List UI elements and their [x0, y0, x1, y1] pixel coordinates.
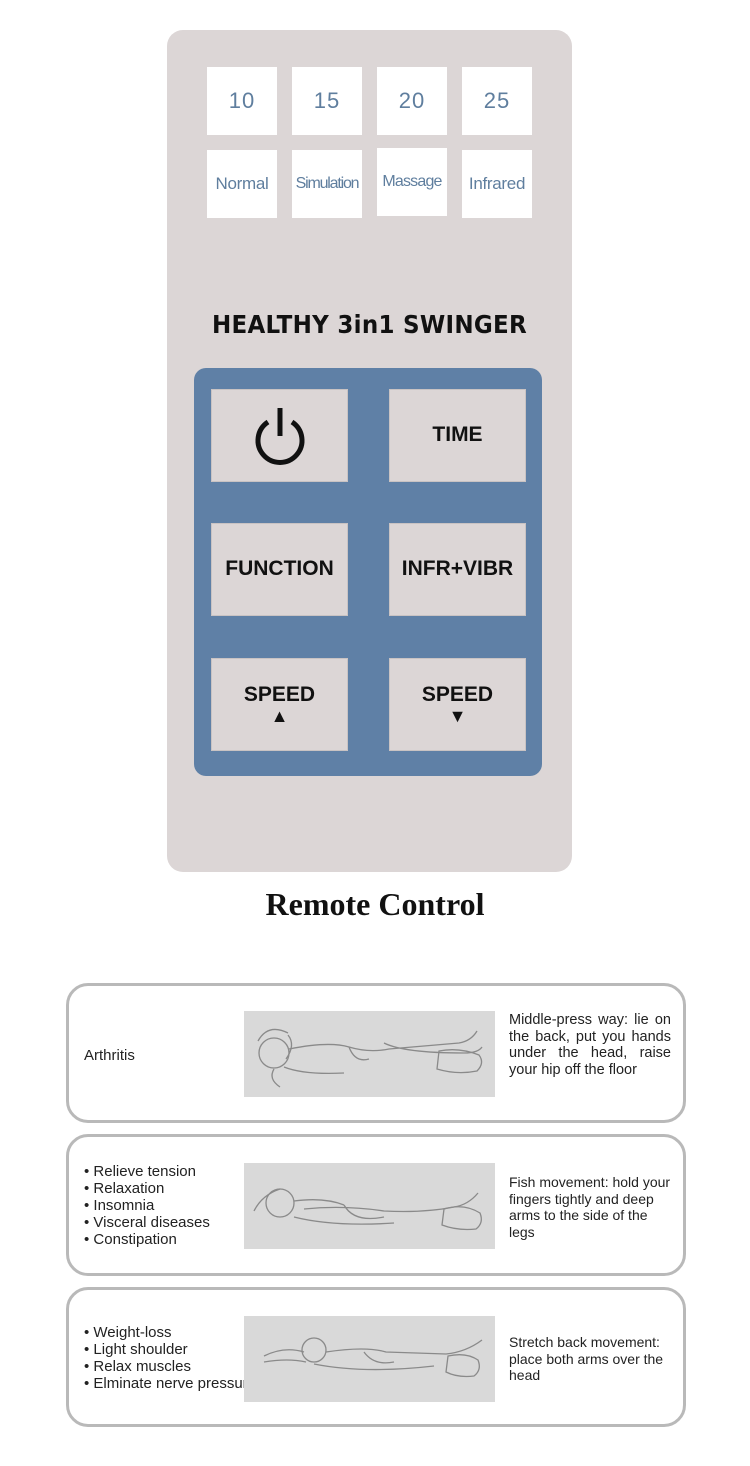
figure-icon [253, 1188, 482, 1231]
benefit-item: Weight-loss [84, 1324, 256, 1341]
infr-vibr-button-label: INFR+VIBR [401, 557, 514, 581]
mode-infrared-indicator: Infrared [462, 150, 532, 218]
button-panel: TIME FUNCTION INFR+VIBR SPEED ▲ SPEED ▼ [194, 368, 542, 776]
benefit-list: Weight-loss Light shoulder Relax muscles… [84, 1324, 256, 1392]
function-button[interactable]: FUNCTION [211, 523, 348, 616]
speed-up-label: SPEED [243, 682, 316, 706]
benefit-item: Light shoulder [84, 1341, 256, 1358]
benefit-list: Relieve tension Relaxation Insomnia Visc… [84, 1163, 210, 1248]
time-button-label: TIME [432, 423, 483, 447]
power-icon [255, 407, 304, 465]
timer-10-indicator: 10 [207, 67, 277, 135]
speed-down-label: SPEED [421, 682, 494, 706]
arrow-down-icon: ▼ [448, 706, 467, 727]
fish-movement-illustration [244, 1163, 495, 1249]
function-button-label: FUNCTION [225, 557, 334, 581]
timer-20-indicator: 20 [377, 67, 447, 135]
speed-down-button[interactable]: SPEED ▼ [389, 658, 526, 751]
timer-25-indicator: 25 [462, 67, 532, 135]
exercise-card-stretch: Weight-loss Light shoulder Relax muscles… [66, 1287, 686, 1427]
mode-simulation-indicator: Simulation [292, 150, 362, 218]
arrow-up-icon: ▲ [270, 706, 289, 727]
benefit-item: Relax muscles [84, 1358, 256, 1375]
mode-normal-indicator: Normal [207, 150, 277, 218]
timer-15-indicator: 15 [292, 67, 362, 135]
exercise-card-fish: Relieve tension Relaxation Insomnia Visc… [66, 1134, 686, 1276]
brand-title: HEALTHY 3in1 SWINGER [211, 310, 528, 339]
infr-vibr-button[interactable]: INFR+VIBR [389, 523, 526, 616]
exercise-description: Middle-press way: lie on the back, put y… [509, 1012, 671, 1078]
benefit-item: Constipation [84, 1231, 210, 1248]
figure-icon [263, 1337, 483, 1378]
speed-up-button[interactable]: SPEED ▲ [211, 658, 348, 751]
power-button[interactable] [211, 389, 348, 482]
benefit-item: Relaxation [84, 1180, 210, 1197]
time-button[interactable]: TIME [389, 389, 526, 482]
benefit-item: Elminate nerve pressure [84, 1375, 256, 1392]
exercise-description: Fish movement: hold your fingers tightly… [509, 1174, 671, 1240]
middle-press-illustration [244, 1011, 495, 1097]
benefit-item: Visceral diseases [84, 1214, 209, 1231]
benefit-label: Arthritis [84, 1047, 135, 1064]
stretch-back-illustration [244, 1316, 495, 1402]
benefit-item: Insomnia [84, 1197, 210, 1214]
exercise-card-arthritis: Arthritis Middle-press way: lie on the b… [66, 983, 686, 1123]
exercise-description: Stretch back movement: place both arms o… [509, 1334, 664, 1383]
remote-control-caption: Remote Control [265, 886, 485, 922]
remote-control: 10 15 20 25 Normal Simulation Massage In… [167, 30, 572, 872]
mode-massage-indicator: Massage [377, 148, 447, 216]
benefit-item: Relieve tension [84, 1163, 210, 1180]
figure-icon [257, 1028, 483, 1088]
